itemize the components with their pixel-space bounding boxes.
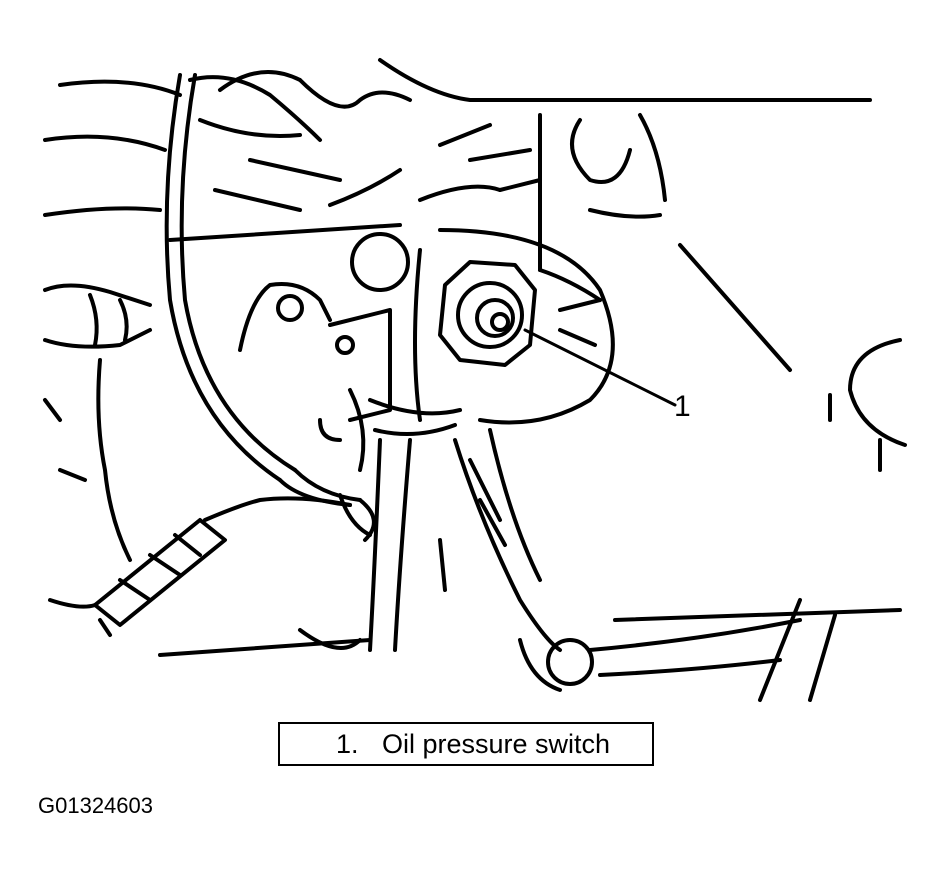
lower-frame	[158, 428, 902, 702]
legend-box: 1. Oil pressure switch	[278, 722, 654, 766]
legend-item-label: Oil pressure switch	[382, 728, 611, 759]
figure-id: G01324603	[38, 793, 153, 818]
callout-number: 1	[674, 390, 691, 423]
legend-item-number: 1.	[336, 728, 359, 759]
sensor-harness	[43, 73, 362, 637]
callout-leader-line	[523, 328, 677, 407]
oil-pressure-switch	[413, 228, 615, 425]
mounting-bracket	[238, 232, 462, 542]
engine-line-drawing	[43, 58, 907, 702]
engine-block-contours	[43, 58, 907, 472]
